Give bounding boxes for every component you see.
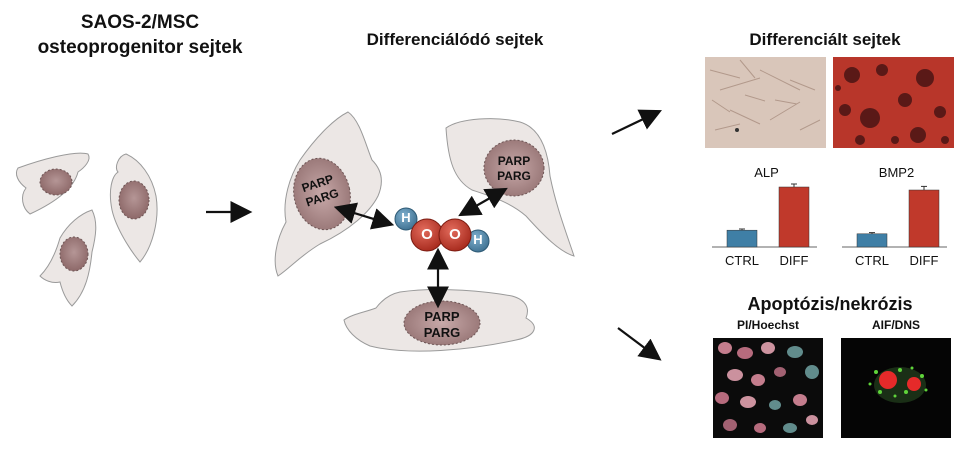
hydrogen-letter-1: H bbox=[401, 210, 411, 225]
bar-diff bbox=[908, 189, 940, 248]
progenitor-cell-2 bbox=[109, 153, 158, 263]
nucleus-label-right: PARP PARG bbox=[484, 154, 544, 184]
chart-title: BMP2 bbox=[879, 165, 914, 180]
progenitor-title-line1: SAOS-2/MSC bbox=[80, 12, 200, 33]
parp-label: PARP bbox=[497, 154, 531, 168]
category-label: CTRL bbox=[725, 253, 759, 268]
progenitor-cell-3 bbox=[39, 209, 97, 307]
differentiating-cell-right bbox=[445, 118, 575, 257]
arrow-to-differentiated bbox=[611, 109, 662, 135]
micrograph-aif-dns bbox=[841, 338, 951, 438]
oxygen-letter-1: O bbox=[421, 226, 433, 243]
category-label: DIFF bbox=[780, 253, 809, 268]
progenitor-cell-1 bbox=[15, 152, 90, 215]
bar-ctrl bbox=[726, 229, 758, 248]
differentiated-title: Differenciált sejtek bbox=[749, 30, 901, 49]
pi-hoechst-label: PI/Hoechst bbox=[736, 318, 799, 332]
micrograph-mineralized-culture bbox=[833, 57, 954, 148]
progenitor-title: SAOS-2/MSC osteoprogenitor sejtek bbox=[20, 10, 260, 60]
nucleus-label-bottom: PARP PARG bbox=[412, 309, 472, 341]
arrow-to-cell-death bbox=[617, 327, 662, 361]
category-label: DIFF bbox=[910, 253, 939, 268]
micrograph-pi-hoechst bbox=[713, 338, 823, 438]
progenitor-title-line2: osteoprogenitor sejtek bbox=[37, 37, 243, 58]
arrow-h2o2-right bbox=[458, 187, 508, 217]
hydrogen-letter-2: H bbox=[473, 232, 483, 247]
parg-label: PARG bbox=[423, 325, 461, 340]
aif-dns-label: AIF/DNS bbox=[872, 318, 920, 332]
bar-ctrl bbox=[856, 233, 888, 248]
bar-diff bbox=[778, 186, 810, 248]
parg-label: PARG bbox=[497, 169, 531, 183]
oxygen-atom-2 bbox=[438, 218, 472, 252]
category-label: CTRL bbox=[855, 253, 889, 268]
differentiating-title: Differenciálódó sejtek bbox=[366, 30, 544, 49]
micrograph-control-culture bbox=[705, 57, 826, 148]
hydrogen-peroxide-molecule bbox=[394, 207, 490, 253]
arrow-h2o2-left bbox=[333, 202, 395, 230]
parp-label: PARP bbox=[424, 309, 460, 324]
differentiating-cell-bottom bbox=[343, 288, 535, 352]
hydrogen-atom-1 bbox=[394, 207, 418, 231]
chart-title: ALP bbox=[754, 165, 779, 180]
oxygen-letter-2: O bbox=[449, 226, 461, 243]
death-title: Apoptózis/nekrózis bbox=[747, 294, 913, 314]
